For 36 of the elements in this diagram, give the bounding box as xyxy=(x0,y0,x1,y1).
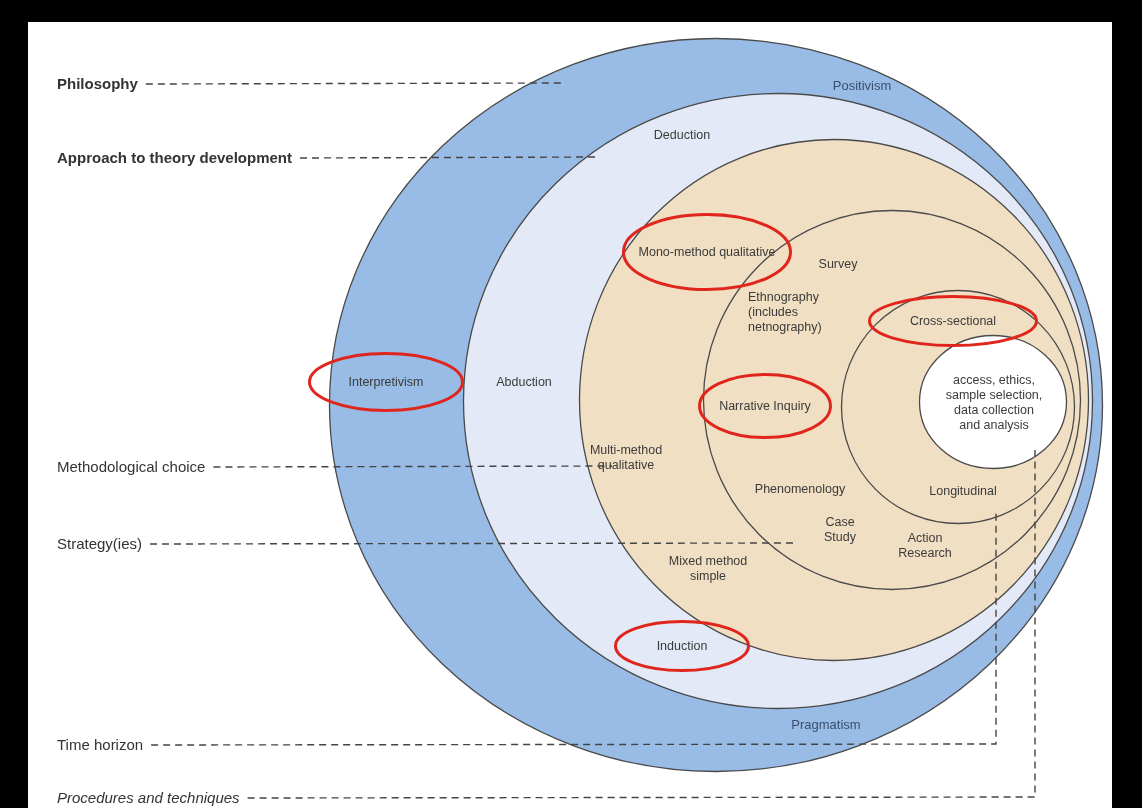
highlight-ellipse xyxy=(698,373,832,439)
layer-label: Philosophy xyxy=(57,74,138,92)
layer-term: Pragmatism xyxy=(790,717,862,733)
layer-term: Action Research xyxy=(897,531,953,561)
highlight-ellipse xyxy=(308,352,464,412)
layer-term: Positivism xyxy=(831,78,893,94)
layer-term: Mixed method simple xyxy=(667,554,749,584)
method-term: Interpretivism xyxy=(347,374,425,390)
layer-term: Survey xyxy=(817,256,859,272)
highlight-ellipse xyxy=(622,213,792,291)
layer-label: Time horizon xyxy=(57,735,144,753)
method-term: Mono-method qualitative xyxy=(637,244,777,260)
layer-term: Longitudinal xyxy=(928,483,998,499)
layer-term: Deduction xyxy=(652,127,712,143)
layer-term: Multi-method qualitative xyxy=(588,443,664,473)
layer-label: Procedures and techniques xyxy=(57,788,240,806)
highlight-ellipse xyxy=(614,620,750,672)
highlight-ellipse xyxy=(868,295,1038,347)
layer-term: Abduction xyxy=(495,374,553,390)
layer-label: Strategy(ies) xyxy=(57,534,143,552)
onion-layer xyxy=(578,138,1090,662)
layer-label: Methodological choice xyxy=(57,457,206,475)
layer-term: Ethnography (includes netnography) xyxy=(748,289,823,335)
onion-layer xyxy=(918,334,1068,470)
layer-term: Case Study xyxy=(823,515,857,545)
method-term: Narrative Inquiry xyxy=(718,398,812,414)
layer-term: access, ethics, sample selection, data collection and analysis xyxy=(944,373,1044,433)
layer-label: Approach to theory development xyxy=(57,148,293,166)
leader-line xyxy=(212,465,613,468)
method-term: Induction xyxy=(655,638,709,654)
onion-layer xyxy=(462,92,1094,710)
leader-line xyxy=(246,449,1036,799)
leader-line xyxy=(299,156,598,159)
onion-layer xyxy=(328,37,1104,773)
method-term: Cross-sectional xyxy=(908,313,998,329)
layer-term: Phenomenology xyxy=(753,481,847,497)
